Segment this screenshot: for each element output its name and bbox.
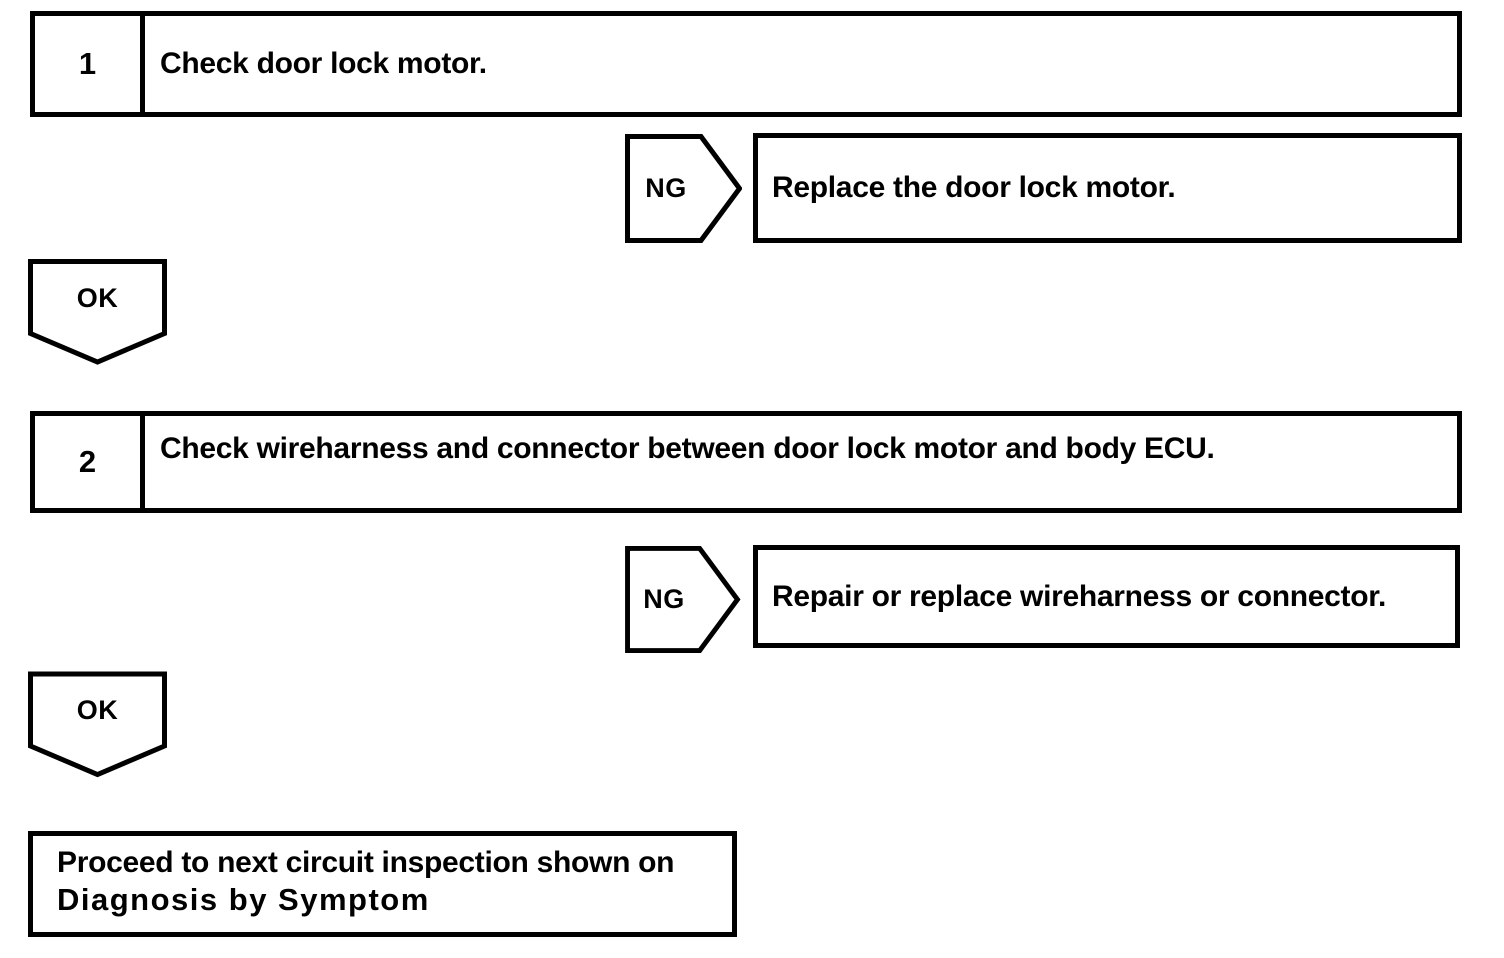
terminal-line-1: Proceed to next circuit inspection shown… xyxy=(57,846,675,879)
step-2-ok-tag: OK xyxy=(28,671,167,778)
step-1-instruction: Check door lock motor. xyxy=(160,47,487,80)
ok-down-pointer-shape xyxy=(28,259,167,365)
terminal-line-2: Diagnosis by Symptom xyxy=(57,882,430,917)
step-2-instruction: Check wireharness and connector between … xyxy=(160,432,1215,465)
step-2-ng-action-box: Repair or replace wireharness or connect… xyxy=(753,545,1460,648)
step-1-ng-action-box: Replace the door lock motor. xyxy=(753,133,1462,243)
step-2-box: 2 Check wireharness and connector betwee… xyxy=(30,411,1462,513)
step-2-number: 2 xyxy=(35,416,145,508)
step-1-ng-tag: NG xyxy=(625,134,742,243)
step-1-ok-label: OK xyxy=(76,282,119,313)
step-2-ng-tag: NG xyxy=(623,546,742,653)
ok-down-pointer-shape xyxy=(28,671,167,778)
step-1-box: 1 Check door lock motor. xyxy=(30,11,1462,117)
step-2-ok-label: OK xyxy=(76,694,119,725)
step-1-number: 1 xyxy=(35,16,145,112)
step-1-ng-action-text: Replace the door lock motor. xyxy=(772,171,1176,204)
step-1-ok-tag: OK xyxy=(28,259,167,365)
step-2-ng-label: NG xyxy=(643,584,685,614)
ng-right-pointer-shape xyxy=(625,134,742,243)
ng-right-pointer-shape xyxy=(625,546,741,653)
step-2-ng-action-text: Repair or replace wireharness or connect… xyxy=(772,579,1387,613)
terminal-box: Proceed to next circuit inspection shown… xyxy=(28,831,737,937)
step-1-ng-label: NG xyxy=(645,173,687,203)
